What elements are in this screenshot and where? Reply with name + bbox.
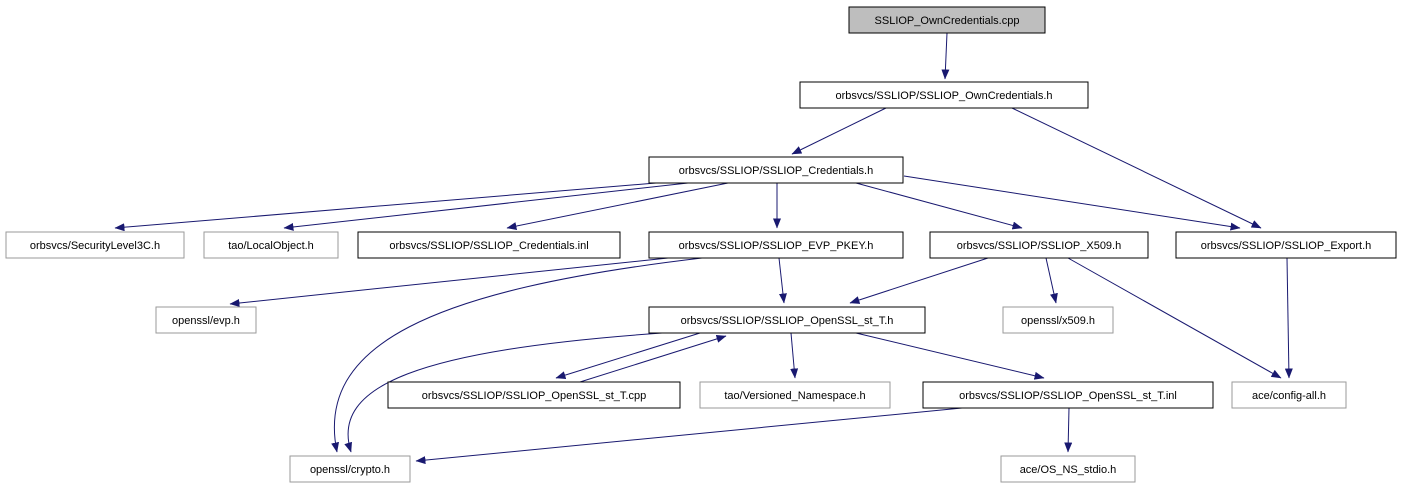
edge-credentials-h-to-localobject-h xyxy=(283,182,689,231)
node-label: orbsvcs/SSLIOP/SSLIOP_OpenSSL_st_T.cpp xyxy=(422,390,646,402)
node-openssl-st-t-inl[interactable]: orbsvcs/SSLIOP/SSLIOP_OpenSSL_st_T.inl xyxy=(922,381,1214,409)
node-box xyxy=(289,455,411,483)
node-versioned-namespace-h: tao/Versioned_Namespace.h xyxy=(699,381,891,409)
node-box xyxy=(1175,231,1397,259)
edge-openssl-st-t-h-to-openssl-st-t-inl xyxy=(855,332,1045,380)
node-evp-pkey-h[interactable]: orbsvcs/SSLIOP/SSLIOP_EVP_PKEY.h xyxy=(648,231,904,259)
node-label: tao/Versioned_Namespace.h xyxy=(724,390,865,402)
node-openssl-st-t-cpp[interactable]: orbsvcs/SSLIOP/SSLIOP_OpenSSL_st_T.cpp xyxy=(387,381,681,409)
node-label: orbsvcs/SSLIOP/SSLIOP_OwnCredentials.h xyxy=(835,90,1052,102)
node-label: orbsvcs/SSLIOP/SSLIOP_EVP_PKEY.h xyxy=(679,240,874,252)
node-box xyxy=(648,156,904,184)
node-openssl-x509-h: openssl/x509.h xyxy=(1002,306,1114,334)
node-label: orbsvcs/SSLIOP/SSLIOP_Credentials.h xyxy=(679,165,873,177)
edge-openssl-st-t-cpp-to-openssl-st-t-h xyxy=(579,335,727,383)
node-export-h[interactable]: orbsvcs/SSLIOP/SSLIOP_Export.h xyxy=(1175,231,1397,259)
node-credentials-h[interactable]: orbsvcs/SSLIOP/SSLIOP_Credentials.h xyxy=(648,156,904,184)
edge-credentials-h-to-export-h xyxy=(903,175,1241,231)
node-os-ns-stdio-h: ace/OS_NS_stdio.h xyxy=(1000,455,1136,483)
node-label: ace/config-all.h xyxy=(1252,390,1326,402)
node-box xyxy=(357,231,621,259)
node-box xyxy=(203,231,339,259)
node-openssl-crypto-h: openssl/crypto.h xyxy=(289,455,411,483)
node-label: orbsvcs/SSLIOP/SSLIOP_OpenSSL_st_T.inl xyxy=(959,390,1177,402)
node-box xyxy=(699,381,891,409)
node-label: openssl/evp.h xyxy=(172,315,240,327)
node-box xyxy=(922,381,1214,409)
edge-evp-pkey-h-to-openssl-crypto-h xyxy=(331,257,703,453)
node-box xyxy=(648,231,904,259)
edge-openssl-st-t-h-to-openssl-crypto-h xyxy=(344,332,663,453)
edge-own-h-to-export-h xyxy=(1011,107,1262,229)
node-openssl-st-t-h[interactable]: orbsvcs/SSLIOP/SSLIOP_OpenSSL_st_T.h xyxy=(648,306,926,334)
edge-openssl-st-t-inl-to-os-ns-stdio-h xyxy=(1064,407,1073,453)
node-box xyxy=(387,381,681,409)
edge-evp-pkey-h-to-openssl-st-t-h xyxy=(778,257,787,304)
node-label: openssl/x509.h xyxy=(1021,315,1095,327)
node-label: orbsvcs/SSLIOP/SSLIOP_Export.h xyxy=(1201,240,1372,252)
node-securitylevel3c-h: orbsvcs/SecurityLevel3C.h xyxy=(5,231,185,259)
node-label: orbsvcs/SSLIOP/SSLIOP_OpenSSL_st_T.h xyxy=(681,315,894,327)
node-box xyxy=(648,306,926,334)
node-box xyxy=(1000,455,1136,483)
node-box xyxy=(929,231,1149,259)
node-x509-h[interactable]: orbsvcs/SSLIOP/SSLIOP_X509.h xyxy=(929,231,1149,259)
edge-openssl-st-t-h-to-openssl-st-t-cpp xyxy=(555,332,701,379)
edge-credentials-h-to-x509-h xyxy=(855,182,1023,230)
edge-x509-h-to-openssl-x509-h xyxy=(1045,257,1058,304)
edge-openssl-st-t-inl-to-openssl-crypto-h xyxy=(415,407,963,465)
node-label: orbsvcs/SSLIOP/SSLIOP_Credentials.inl xyxy=(389,240,588,252)
edge-x509-h-to-config-all-h xyxy=(1067,257,1282,379)
node-openssl-evp-h: openssl/evp.h xyxy=(155,306,257,334)
node-config-all-h: ace/config-all.h xyxy=(1231,381,1347,409)
node-label: SSLIOP_OwnCredentials.cpp xyxy=(875,15,1020,27)
node-box xyxy=(1002,306,1114,334)
node-box xyxy=(5,231,185,259)
edge-credentials-h-to-securitylevel3c-h xyxy=(114,182,657,232)
node-localobject-h: tao/LocalObject.h xyxy=(203,231,339,259)
edge-export-h-to-config-all-h xyxy=(1284,257,1293,379)
node-box xyxy=(155,306,257,334)
node-label: ace/OS_NS_stdio.h xyxy=(1020,464,1117,476)
node-own-cpp: SSLIOP_OwnCredentials.cpp xyxy=(848,6,1046,34)
edge-credentials-h-to-credentials-inl xyxy=(506,182,729,231)
edge-evp-pkey-h-to-openssl-evp-h xyxy=(229,257,669,307)
node-label: orbsvcs/SSLIOP/SSLIOP_X509.h xyxy=(957,240,1121,252)
edge-x509-h-to-openssl-st-t-h xyxy=(849,257,989,304)
edge-own-cpp-to-own-h xyxy=(941,32,950,80)
node-credentials-inl[interactable]: orbsvcs/SSLIOP/SSLIOP_Credentials.inl xyxy=(357,231,621,259)
edge-own-h-to-credentials-h xyxy=(791,107,887,155)
node-box xyxy=(799,81,1089,109)
edge-openssl-st-t-h-to-versioned-namespace-h xyxy=(790,332,799,379)
node-label: tao/LocalObject.h xyxy=(228,240,314,252)
node-box xyxy=(1231,381,1347,409)
node-label: orbsvcs/SecurityLevel3C.h xyxy=(30,240,160,252)
node-label: openssl/crypto.h xyxy=(310,464,390,476)
node-own-h[interactable]: orbsvcs/SSLIOP/SSLIOP_OwnCredentials.h xyxy=(799,81,1089,109)
node-box xyxy=(848,6,1046,34)
